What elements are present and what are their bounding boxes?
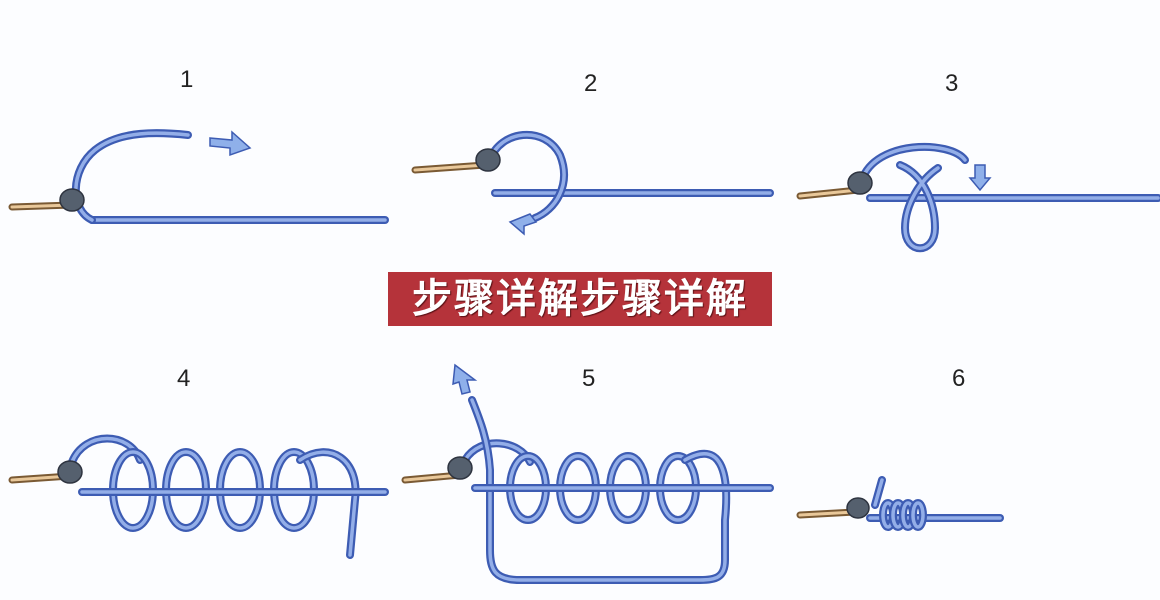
hook-eye-icon xyxy=(847,171,873,195)
step-3-illustration xyxy=(796,142,1160,253)
arrow-up-icon xyxy=(452,363,478,395)
step-label-5: 5 xyxy=(582,365,596,392)
hook-eye-icon xyxy=(447,456,473,480)
step-5-illustration xyxy=(401,363,774,584)
fishing-line-highlight xyxy=(470,398,728,582)
hook-eye-icon xyxy=(57,460,83,484)
step-label-1: 1 xyxy=(180,66,194,93)
step-6-illustration xyxy=(796,476,1004,531)
fishing-line-highlight xyxy=(860,145,967,250)
hook-shank xyxy=(413,163,487,172)
hook-shank xyxy=(798,188,860,198)
step-1-illustration xyxy=(8,129,389,224)
fishing-line-highlight xyxy=(74,131,190,222)
step-label-6: 6 xyxy=(952,365,966,392)
hook-shank xyxy=(798,510,857,517)
title-banner: 步骤详解步骤详解 xyxy=(388,272,772,326)
step-label-3: 3 xyxy=(945,70,959,97)
fishing-line xyxy=(71,129,192,224)
step-label-4: 4 xyxy=(177,365,191,392)
step-label-2: 2 xyxy=(584,70,598,97)
arrow-down-left-icon xyxy=(508,213,538,236)
arrow-down-icon xyxy=(968,164,992,192)
hook-eye-icon xyxy=(59,188,85,212)
fishing-line-highlight xyxy=(488,133,566,220)
fishing-line-highlight xyxy=(298,450,358,557)
step-2-illustration xyxy=(411,130,774,236)
step-4-illustration xyxy=(8,434,389,559)
hook-eye-icon xyxy=(475,148,501,172)
arrow-right-icon xyxy=(209,130,252,157)
fishing-line-highlight xyxy=(873,478,884,507)
fishing-line-highlight xyxy=(911,501,925,529)
hook-eye-icon xyxy=(846,497,870,519)
